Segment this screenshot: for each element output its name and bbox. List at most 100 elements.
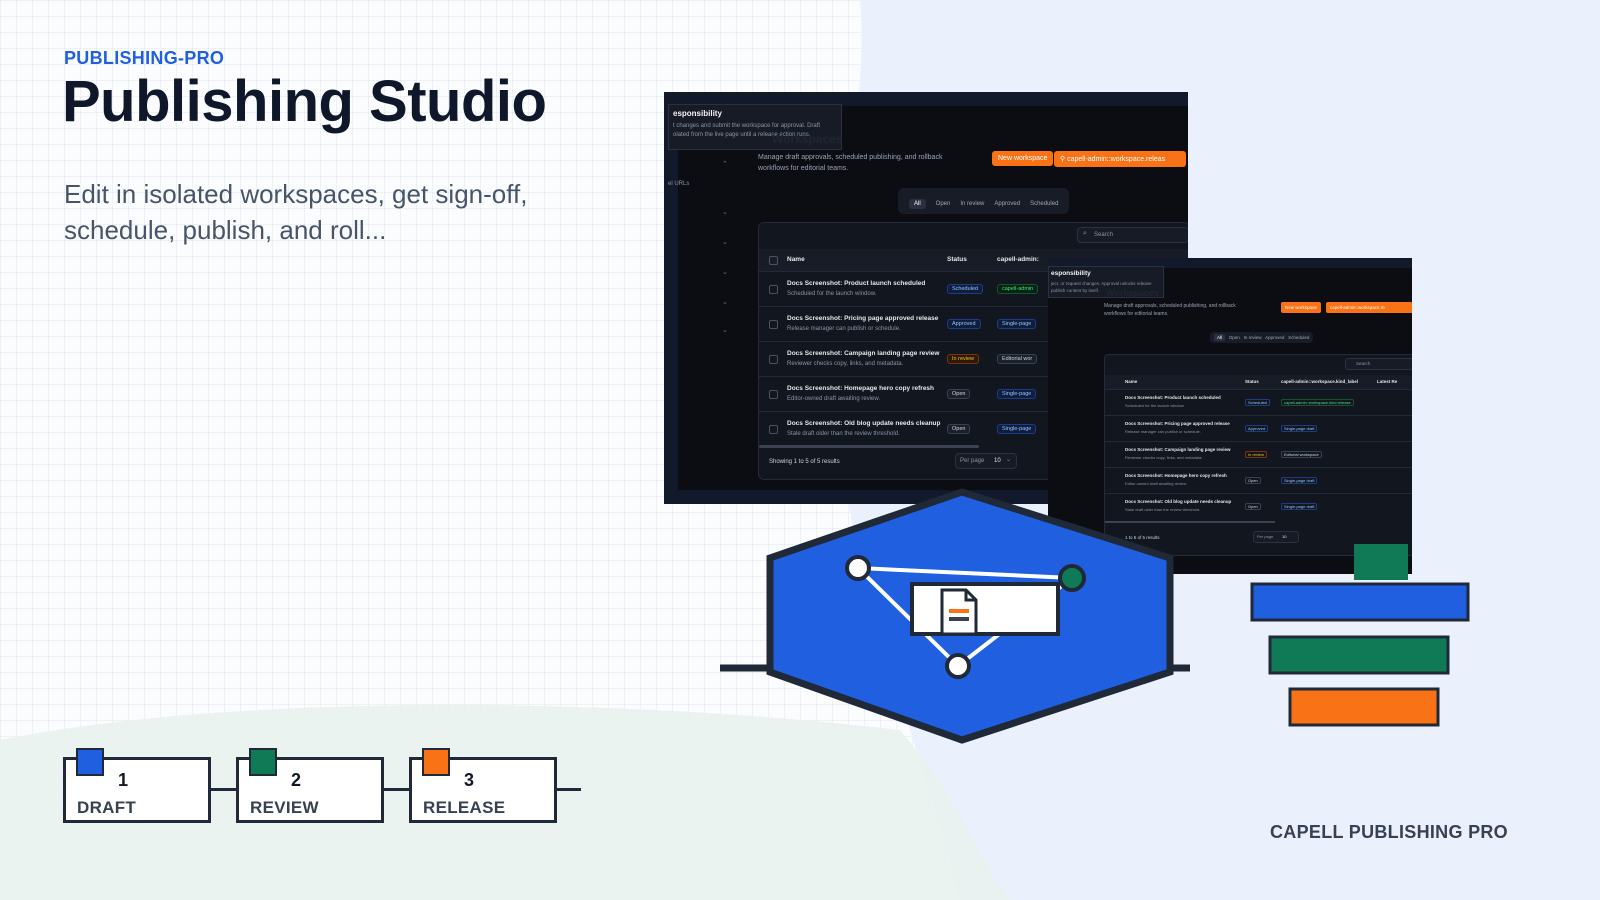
column-name[interactable]: Name bbox=[1125, 379, 1138, 384]
rocket-icon: ⚲ bbox=[1060, 156, 1068, 163]
per-page-select[interactable]: Per page 10 ⌄ bbox=[955, 453, 1017, 469]
new-workspace-button[interactable]: New workspace bbox=[992, 151, 1054, 166]
search-placeholder: Search bbox=[1356, 361, 1371, 366]
column-kind[interactable]: capell-admin: bbox=[997, 256, 1039, 263]
search-icon: ⌕ bbox=[1083, 230, 1087, 237]
tab-scheduled[interactable]: Scheduled bbox=[1030, 201, 1059, 207]
chevron-down-icon: ⌄ bbox=[1006, 457, 1012, 463]
status-badge: Approved bbox=[1245, 425, 1269, 432]
chevron-down-icon[interactable]: ⌄ bbox=[722, 239, 728, 246]
tab-in-review[interactable]: In review bbox=[960, 201, 985, 207]
kind-badge: capell-admin bbox=[997, 284, 1039, 294]
row-desc: Scheduled for the launch window. bbox=[787, 291, 877, 297]
step-connector bbox=[557, 788, 581, 791]
per-page-label: Per page bbox=[1257, 534, 1274, 539]
step-draft: 1 DRAFT bbox=[63, 748, 211, 823]
row-name: Docs Screenshot: Campaign landing page r… bbox=[787, 350, 940, 357]
workspaces-screenshot-secondary: esponsibility ject, or request changes. … bbox=[1048, 258, 1412, 574]
per-page-value: 10 bbox=[1282, 534, 1287, 539]
step-number: 1 bbox=[118, 770, 129, 790]
row-name: Docs Screenshot: Product launch schedule… bbox=[787, 280, 926, 287]
status-badge: Scheduled bbox=[947, 284, 983, 294]
new-workspace-button[interactable]: New workspace bbox=[1281, 302, 1321, 313]
orange-bar bbox=[1288, 687, 1440, 727]
column-status[interactable]: Status bbox=[1245, 379, 1259, 384]
per-page-select[interactable]: Per page 10 bbox=[1253, 531, 1299, 543]
table-row[interactable]: Docs Screenshot: Campaign landing page r… bbox=[1105, 441, 1412, 468]
table-row[interactable]: Docs Screenshot: Product launch schedule… bbox=[1105, 389, 1412, 416]
step-label: REVIEW bbox=[250, 798, 319, 817]
tab-in-review[interactable]: In review bbox=[1243, 335, 1262, 340]
tab-approved[interactable]: Approved bbox=[994, 201, 1021, 207]
kind-badge: Single-page draft bbox=[1281, 503, 1318, 510]
select-all-checkbox[interactable] bbox=[769, 256, 778, 265]
sidebar-label: el URLs bbox=[668, 181, 690, 187]
status-badge: Open bbox=[1245, 503, 1261, 510]
tab-approved[interactable]: Approved bbox=[1265, 335, 1285, 340]
document-icon bbox=[940, 588, 978, 636]
table-row[interactable]: Docs Screenshot: Campaign landing page r… bbox=[759, 341, 1188, 377]
connector-line bbox=[856, 566, 960, 668]
release-admin-button[interactable]: ⚲ capell-admin::workspace.releas bbox=[1054, 151, 1186, 167]
kind-badge: capell-admin::workspace.kind.release bbox=[1281, 399, 1354, 406]
step-number: 2 bbox=[291, 770, 302, 790]
row-desc: Stale draft older than the review thresh… bbox=[787, 431, 900, 437]
node-circle bbox=[845, 555, 871, 581]
table-row[interactable]: Docs Screenshot: Product launch schedule… bbox=[759, 271, 1188, 307]
step-review: 2 REVIEW bbox=[236, 748, 384, 823]
popover-title: esponsibility bbox=[1051, 270, 1091, 277]
search-placeholder: Search bbox=[1094, 232, 1114, 238]
tab-all[interactable]: All bbox=[909, 199, 926, 209]
workspaces-description-1: Manage draft approvals, scheduled publis… bbox=[1104, 303, 1236, 309]
row-desc: Reviewer checks copy, links, and metadat… bbox=[1125, 455, 1203, 460]
search-input[interactable]: Search bbox=[1345, 358, 1412, 370]
row-checkbox[interactable] bbox=[769, 320, 778, 329]
workspaces-description-1: Manage draft approvals, scheduled publis… bbox=[758, 154, 943, 161]
status-badge: Approved bbox=[947, 319, 981, 329]
chevron-down-icon[interactable]: ⌄ bbox=[722, 327, 728, 334]
tab-open[interactable]: Open bbox=[1228, 335, 1240, 340]
green-bar bbox=[1268, 635, 1450, 675]
table-row[interactable]: Docs Screenshot: Old blog update needs c… bbox=[1105, 493, 1412, 520]
chevron-down-icon[interactable]: ⌄ bbox=[722, 209, 728, 216]
column-status[interactable]: Status bbox=[947, 256, 967, 263]
table-row[interactable]: Docs Screenshot: Homepage hero copy refr… bbox=[1105, 467, 1412, 494]
row-checkbox[interactable] bbox=[769, 355, 778, 364]
column-name[interactable]: Name bbox=[787, 256, 805, 263]
workspaces-description-2: workflows for editorial teams. bbox=[758, 165, 849, 172]
row-checkbox[interactable] bbox=[769, 425, 778, 434]
chevron-down-icon[interactable]: ⌄ bbox=[722, 269, 728, 276]
tab-scheduled[interactable]: Scheduled bbox=[1288, 335, 1310, 340]
popover-text-line-2: publish content by itself. bbox=[1051, 288, 1100, 293]
popover-text-line-1: t changes and submit the workspace for a… bbox=[673, 123, 821, 129]
tab-all[interactable]: All bbox=[1214, 334, 1226, 341]
workspaces-table: Search Name Status capell-admin::workspa… bbox=[1104, 354, 1412, 556]
horizontal-scrollbar[interactable] bbox=[1105, 521, 1275, 523]
status-tabs: All Open In review Approved Scheduled bbox=[898, 188, 1070, 214]
workspaces-description-2: workflows for editorial teams. bbox=[1104, 311, 1169, 317]
table-row[interactable]: Docs Screenshot: Pricing page approved r… bbox=[1105, 415, 1412, 442]
kind-badge: Single-page draft bbox=[1281, 425, 1318, 432]
row-checkbox[interactable] bbox=[769, 390, 778, 399]
node-circle bbox=[945, 653, 971, 679]
row-name: Docs Screenshot: Homepage hero copy refr… bbox=[787, 385, 935, 392]
chevron-up-icon[interactable]: ⌃ bbox=[722, 161, 728, 168]
pagination-summary: 1 to 5 of 5 results bbox=[1125, 535, 1160, 540]
table-row[interactable]: Docs Screenshot: Homepage hero copy refr… bbox=[759, 376, 1188, 412]
tab-open[interactable]: Open bbox=[935, 201, 951, 207]
release-admin-label: capell-admin::workspace.releas bbox=[1067, 156, 1166, 163]
footer-brand: CAPELL PUBLISHING PRO bbox=[1270, 822, 1508, 842]
table-row[interactable]: Docs Screenshot: Old blog update needs c… bbox=[759, 411, 1188, 447]
workspaces-screenshot-main: esponsibility t changes and submit the w… bbox=[664, 92, 1188, 504]
table-header: Name Status capell-admin::workspace.kind… bbox=[1105, 375, 1412, 389]
kind-badge: Editorial wor bbox=[997, 354, 1038, 364]
horizontal-scrollbar[interactable] bbox=[759, 445, 979, 448]
chevron-down-icon[interactable]: ⌄ bbox=[722, 299, 728, 306]
workspaces-heading-ghost: Workspaces bbox=[1106, 288, 1159, 298]
column-kind[interactable]: capell-admin::workspace.kind_label bbox=[1281, 379, 1359, 384]
row-checkbox[interactable] bbox=[769, 285, 778, 294]
table-row[interactable]: Docs Screenshot: Pricing page approved r… bbox=[759, 306, 1188, 342]
release-admin-button[interactable]: capell-admin::workspace.re bbox=[1326, 302, 1412, 313]
search-input[interactable]: ⌕ Search bbox=[1077, 227, 1188, 243]
column-latest[interactable]: Latest Re bbox=[1377, 379, 1398, 384]
